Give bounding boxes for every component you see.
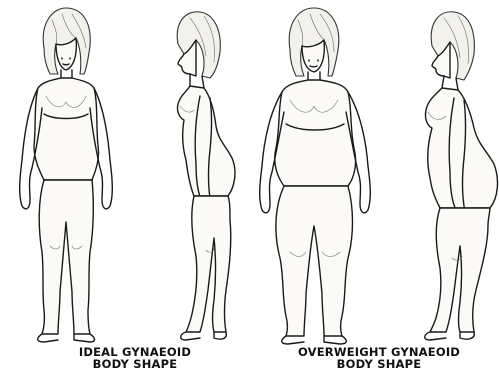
ideal-front-figure bbox=[20, 8, 113, 342]
overweight-caption-line2: BODY SHAPE bbox=[264, 358, 494, 370]
overweight-side-figure bbox=[425, 12, 498, 340]
ideal-side-figure bbox=[177, 12, 235, 340]
overweight-front-figure bbox=[260, 8, 371, 344]
overweight-body-shape-caption: OVERWEIGHT GYNAEOID BODY SHAPE bbox=[264, 346, 494, 370]
ideal-body-shape-caption: IDEAL GYNAEOID BODY SHAPE bbox=[40, 346, 230, 370]
ideal-caption-line2: BODY SHAPE bbox=[40, 358, 230, 370]
